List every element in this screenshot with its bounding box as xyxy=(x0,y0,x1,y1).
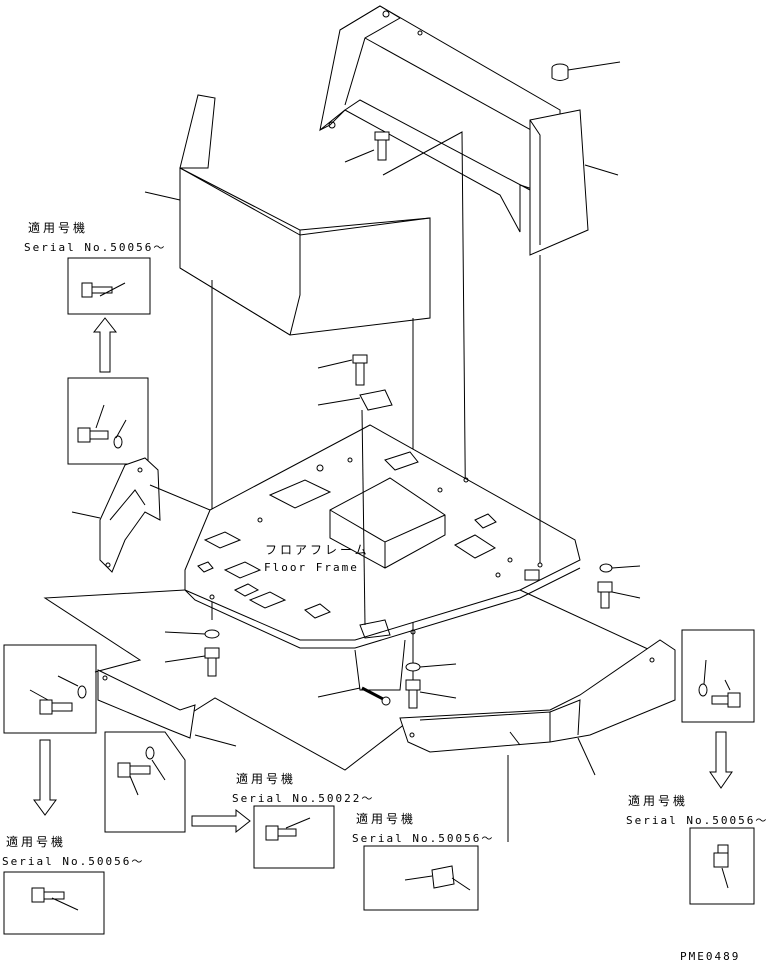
serial-note-3: 適用号機 Serial No.50022～ xyxy=(232,771,374,869)
left-bracket xyxy=(71,457,161,573)
right-bolt-box xyxy=(681,629,755,723)
rear-cover xyxy=(319,5,589,256)
bolt-washer-box xyxy=(67,377,149,465)
note-serial-label: Serial No.50056～ xyxy=(24,241,166,254)
note-jp-label: 適用号機 xyxy=(28,220,88,235)
floor-frame-jp: フロアフレーム xyxy=(265,543,370,557)
connector-right xyxy=(519,589,651,651)
cap-nut xyxy=(551,61,621,81)
right-washer-bolt xyxy=(539,255,641,609)
floor-frame: フロアフレーム Floor Frame xyxy=(184,424,581,691)
rear-cover-leader xyxy=(584,164,619,176)
note-jp-label: 適用号機 xyxy=(628,793,688,808)
arrow-right-icon xyxy=(191,808,251,834)
connector-left xyxy=(43,484,211,673)
note-serial-label: Serial No.50022～ xyxy=(232,792,374,805)
note-jp-label: 適用号機 xyxy=(6,834,66,849)
floor-frame-en: Floor Frame xyxy=(264,561,359,574)
arrow-down-icon xyxy=(33,739,57,816)
rear-cover-bolt xyxy=(344,131,467,561)
connector-bottom xyxy=(179,697,411,771)
serial-note-4: 適用号機 Serial No.50056～ xyxy=(352,755,509,911)
center-washer-bolt xyxy=(405,662,457,709)
left-lower-box xyxy=(3,644,97,734)
serial-note-2: 適用号機 Serial No.50056～ xyxy=(2,834,144,935)
left-washer-bolt xyxy=(164,629,220,677)
note-serial-label: Serial No.50056～ xyxy=(352,832,494,845)
flange-bolt-icon xyxy=(81,282,126,298)
left-lower-cover xyxy=(97,669,237,747)
center-plate xyxy=(317,354,393,626)
bolt-washer-box-2 xyxy=(104,731,186,833)
center-pin xyxy=(317,686,391,706)
note-serial-label: Serial No.50056～ xyxy=(626,814,768,827)
note-jp-label: 適用号機 xyxy=(236,771,296,786)
note-jp-label: 適用号機 xyxy=(356,811,416,826)
serial-note-5: 適用号機 Serial No.50056～ xyxy=(626,793,768,905)
drawing-code: PME0489 xyxy=(680,950,740,963)
arrow-up-icon xyxy=(92,317,118,373)
arrow-down-icon-2 xyxy=(709,731,733,789)
serial-note-1: 適用号機 Serial No.50056～ xyxy=(24,220,166,315)
right-lower-cover xyxy=(399,639,676,776)
note-serial-label: Serial No.50056～ xyxy=(2,855,144,868)
